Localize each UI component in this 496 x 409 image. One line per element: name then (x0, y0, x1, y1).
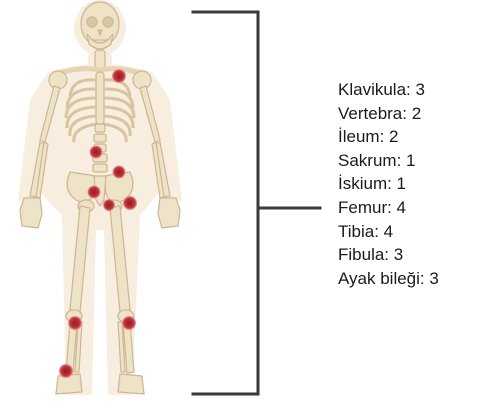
lesion-count-legend: Klavikula: 3 Vertebra: 2 İleum: 2 Sakrum… (338, 78, 439, 290)
lesion-marker-tibia-right (122, 316, 136, 330)
lesion-marker-clavicle (112, 69, 126, 83)
shoulder-left (49, 71, 67, 89)
lesion-marker-ankle (59, 364, 73, 378)
lesion-marker-sacrum (88, 186, 101, 199)
legend-item-ileum: İleum: 2 (338, 125, 439, 149)
lesion-marker-femur (123, 196, 137, 210)
lesion-marker-ileum (113, 166, 126, 179)
legend-item-klavikula: Klavikula: 3 (338, 78, 439, 102)
lesion-marker-vertebra (90, 146, 103, 159)
skeleton (20, 2, 180, 394)
legend-item-fibula: Fibula: 3 (338, 243, 439, 267)
sternum (96, 72, 104, 124)
bracket (193, 12, 320, 394)
lesion-marker-iskium (103, 199, 115, 211)
legend-item-vertebra: Vertebra: 2 (338, 102, 439, 126)
legend-item-femur: Femur: 4 (338, 196, 439, 220)
legend-item-iskium: İskium: 1 (338, 172, 439, 196)
legend-item-sakrum: Sakrum: 1 (338, 149, 439, 173)
legend-item-tibia: Tibia: 4 (338, 220, 439, 244)
shoulder-right (133, 71, 151, 89)
lesion-marker-tibia-left (68, 316, 82, 330)
legend-item-ayak-bilegi: Ayak bileği: 3 (338, 267, 439, 291)
foot-right (118, 374, 144, 394)
